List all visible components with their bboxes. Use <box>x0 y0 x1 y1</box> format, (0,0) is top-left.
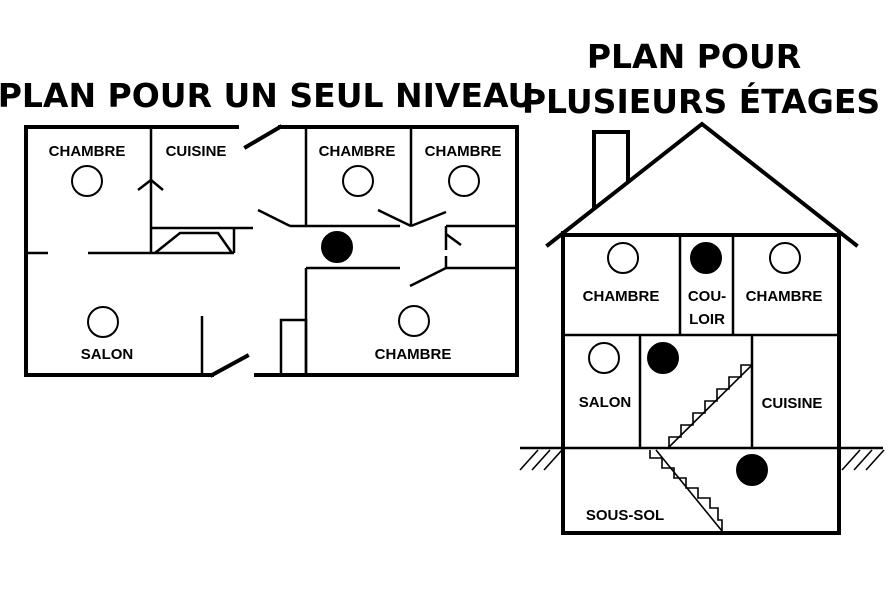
kitchen-door <box>137 179 152 191</box>
smoke-detector-filled-icon <box>647 342 679 374</box>
room-label: CHAMBRE <box>583 288 660 305</box>
smoke-detector-filled-icon <box>736 454 768 486</box>
outer-wall <box>24 125 519 377</box>
smoke-detector-icon <box>607 242 639 274</box>
smoke-detector-filled-icon <box>321 231 353 263</box>
bedroom-door <box>410 210 447 228</box>
room-label: CHAMBRE <box>425 143 502 160</box>
closet <box>279 318 308 377</box>
room-label: COU- <box>688 288 726 305</box>
room-label: CHAMBRE <box>375 346 452 363</box>
bedroom-door <box>257 208 291 228</box>
back-door <box>209 353 250 378</box>
room-label: SOUS-SOL <box>586 507 664 524</box>
staircase-basement <box>655 449 723 532</box>
bedroom-door <box>377 208 412 228</box>
roof <box>545 121 859 248</box>
room-label: CHAMBRE <box>746 288 823 305</box>
closet-door <box>445 232 462 247</box>
room-label: LOIR <box>689 311 725 328</box>
title-multi-level-line1: PLAN POUR <box>587 37 801 76</box>
multi-level-house: CHAMBRE COU- LOIR CHAMBRE SALON CUISINE … <box>519 121 885 535</box>
title-single-level: PLAN POUR UN SEUL NIVEAU <box>0 76 534 115</box>
bedroom-door <box>409 266 447 288</box>
staircase-upper <box>668 364 753 448</box>
kitchen-stove <box>154 231 234 254</box>
kitchen-door <box>150 179 164 191</box>
smoke-detector-icon <box>448 165 480 197</box>
smoke-detector-icon <box>588 342 620 374</box>
smoke-detector-icon <box>398 305 430 337</box>
room-label: SALON <box>579 394 632 411</box>
single-level-plan: CHAMBRE CUISINE CHAMBRE CHAMBRE SALON CH… <box>24 124 519 378</box>
room-label: CUISINE <box>166 143 227 160</box>
smoke-detector-icon <box>71 165 103 197</box>
room-label: SALON <box>81 346 134 363</box>
room-label: CHAMBRE <box>49 143 126 160</box>
room-label: CHAMBRE <box>319 143 396 160</box>
chimney <box>592 130 630 210</box>
house-walls <box>561 231 841 535</box>
staircase-basement <box>649 450 723 531</box>
smoke-detector-icon <box>342 165 374 197</box>
room-label: CUISINE <box>762 395 823 412</box>
title-multi-level-line2: PLUSIEURS ÉTAGES <box>522 81 880 121</box>
front-door <box>243 124 283 150</box>
ground-hatching <box>519 449 885 471</box>
smoke-detector-icon <box>769 242 801 274</box>
smoke-detector-icon <box>87 306 119 338</box>
staircase-upper <box>668 364 752 447</box>
smoke-detector-filled-icon <box>690 242 722 274</box>
